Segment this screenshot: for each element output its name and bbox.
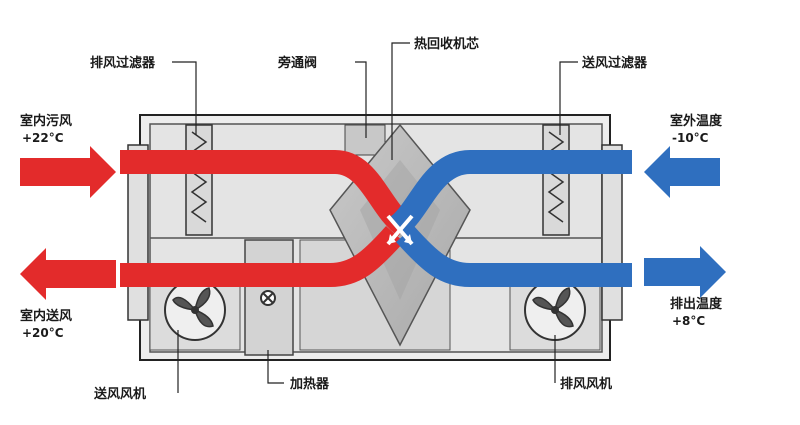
leader-lines (172, 42, 578, 393)
label-indoor-foul-temp: +22°C (22, 131, 64, 145)
supply-filter (542, 124, 570, 236)
label-exhaust-temp: 排出温度 (670, 296, 723, 312)
supply-air-flow (120, 226, 404, 287)
label-indoor-supply-temp: +20°C (22, 326, 64, 340)
exhaust-filter (185, 124, 213, 236)
label-supply-fan: 送风风机 (93, 386, 146, 402)
foul-air-inlet-arrow (20, 146, 116, 198)
exhaust-air-flow (396, 226, 632, 287)
label-exhaust-fan: 排风风机 (560, 376, 612, 392)
label-indoor-foul-air: 室内污风 (20, 113, 72, 129)
outdoor-air-inlet-arrow (644, 146, 720, 198)
exhaust-air-outlet-arrow (644, 246, 726, 298)
supply-air-outlet-arrow (20, 248, 116, 300)
label-exhaust-filter: 排风过滤器 (90, 55, 156, 71)
label-indoor-supply: 室内送风 (20, 308, 72, 324)
bypass-valve (344, 124, 386, 156)
label-heater: 加热器 (289, 376, 330, 392)
heater (244, 239, 294, 356)
supply-fan (149, 274, 241, 351)
label-supply-filter: 送风过滤器 (581, 55, 648, 71)
label-exhaust-temp-value: +8°C (672, 314, 705, 328)
outdoor-air-flow (390, 150, 632, 236)
crossflow-arrows (386, 214, 414, 246)
label-bypass-valve: 旁通阀 (277, 55, 317, 71)
label-heat-core: 热回收机芯 (414, 36, 479, 52)
label-outdoor-temp-value: -10°C (672, 131, 709, 145)
label-outdoor-temp: 室外温度 (670, 113, 723, 129)
